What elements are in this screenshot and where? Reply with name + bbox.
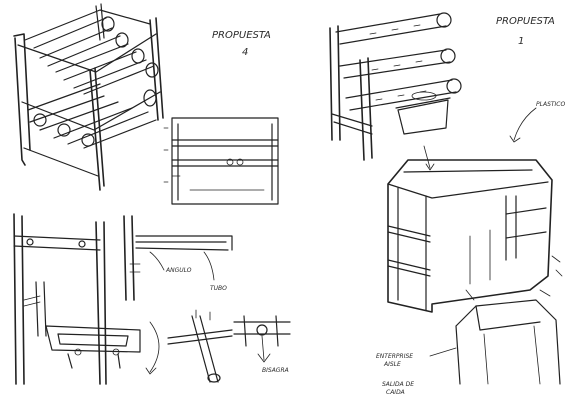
proposal-1-rack-sketch: PROPUESTA 1 [329,12,555,171]
enclosure-sketch: PLASTICO [387,101,565,313]
proposal-4-title: PROPUESTA [212,30,271,41]
drop-label-line-2: CAIDA [386,389,405,396]
lower-cabinet-sketch: ENTERPRISE AISLE SALIDA DE CAIDA [376,299,561,396]
front-elevation-sketch [163,117,279,205]
bolt-detail-sketch: BISAGRA [233,315,291,374]
plastic-label: PLASTICO [536,101,565,108]
proposal-4-shelf-sketch: PROPUESTA 4 [13,3,271,191]
drop-label-line-1: SALIDA DE [382,381,414,388]
proposal-4-number: 4 [242,47,248,58]
proposal-1-title: PROPUESTA [496,16,555,27]
enterprise-label-line-1: ENTERPRISE [376,353,413,360]
enterprise-label-line-2: AISLE [383,361,401,368]
tube-label: TUBO [210,285,227,292]
proposal-1-number: 1 [518,36,524,47]
angle-tube-detail-sketch: ANGULO TUBO [123,215,233,301]
tube-sleeve-detail-sketch [167,309,233,383]
hinge-label: BISAGRA [262,367,289,374]
angle-label: ANGULO [165,267,192,274]
joint-detail-sketch [13,213,160,385]
